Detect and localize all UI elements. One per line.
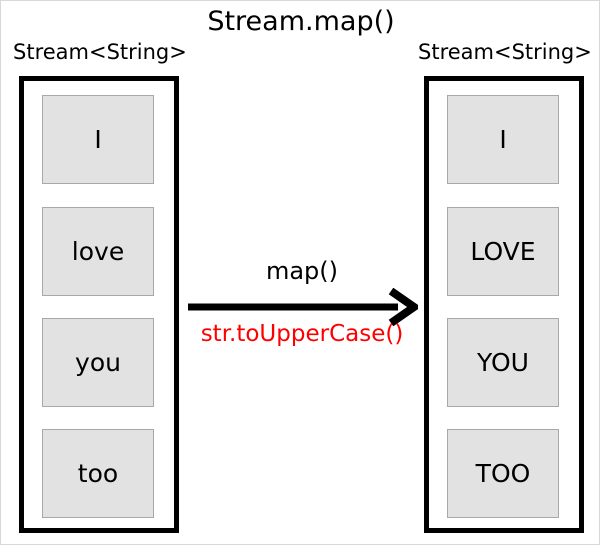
operation-name-label: map() bbox=[265, 257, 339, 285]
map-arrow-icon bbox=[188, 288, 418, 326]
lambda-expression-label: str.toUpperCase() bbox=[200, 321, 404, 347]
map-operation-group: map() str.toUpperCase() bbox=[186, 256, 418, 351]
result-stream-container: I LOVE YOU TOO bbox=[424, 76, 584, 533]
source-element-label: I bbox=[94, 124, 102, 154]
result-element-box: I bbox=[447, 95, 559, 184]
result-element-label: I bbox=[499, 124, 507, 154]
source-element-box: you bbox=[42, 318, 154, 407]
source-element-label: you bbox=[75, 347, 121, 377]
source-stream-container: I love you too bbox=[19, 76, 179, 533]
source-element-label: too bbox=[77, 458, 119, 488]
source-element-box: I bbox=[42, 95, 154, 184]
diagram-title: Stream.map() bbox=[207, 6, 395, 37]
result-element-box: LOVE bbox=[447, 207, 559, 296]
result-stream-label: Stream<String> bbox=[418, 40, 592, 64]
result-element-label: YOU bbox=[477, 347, 529, 377]
source-element-box: too bbox=[42, 429, 154, 518]
source-element-label: love bbox=[71, 236, 125, 266]
result-element-box: YOU bbox=[447, 318, 559, 407]
source-stream-label: Stream<String> bbox=[13, 40, 187, 64]
source-element-box: love bbox=[42, 207, 154, 296]
result-element-label: LOVE bbox=[470, 236, 536, 266]
result-element-label: TOO bbox=[475, 458, 531, 488]
result-element-box: TOO bbox=[447, 429, 559, 518]
